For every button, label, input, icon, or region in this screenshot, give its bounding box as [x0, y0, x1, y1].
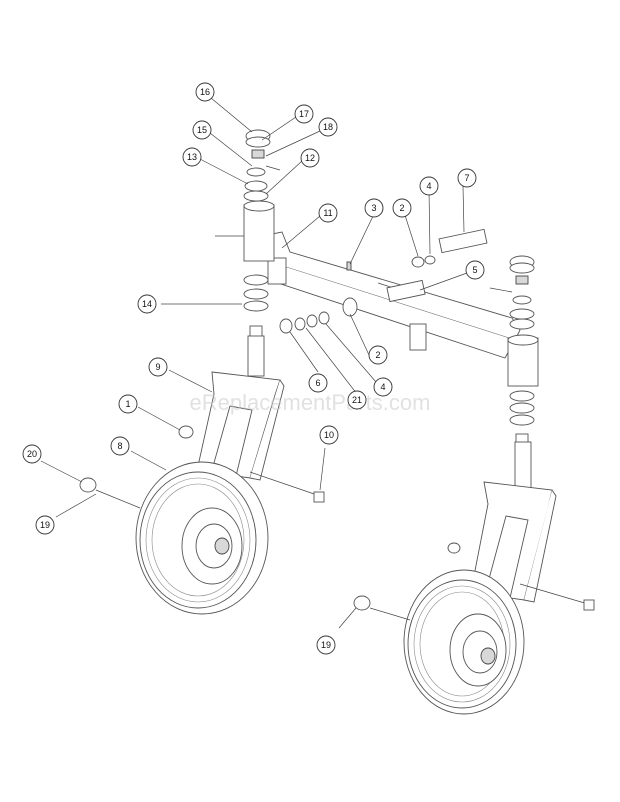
callout-20: 20: [22, 444, 42, 464]
callout-label: 4: [380, 382, 385, 392]
callout-21: 21: [347, 390, 367, 410]
callout-label: 20: [27, 449, 37, 459]
callout-label: 3: [371, 203, 376, 213]
callout-label: 1: [125, 399, 130, 409]
callout-6: 6: [308, 373, 328, 393]
callout-18: 18: [318, 117, 338, 137]
callout-4-upper: 4: [419, 176, 439, 196]
callout-1: 1: [118, 394, 138, 414]
callout-8: 8: [110, 436, 130, 456]
left-spindle-housing: [215, 200, 275, 262]
callout-12: 12: [300, 148, 320, 168]
callout-label: 19: [40, 520, 50, 530]
callout-label: 12: [305, 153, 315, 163]
callout-5: 5: [465, 260, 485, 280]
callout-10: 10: [319, 425, 339, 445]
callout-2-upper: 2: [392, 198, 412, 218]
callout-17: 17: [294, 104, 314, 124]
callout-label: 7: [464, 173, 469, 183]
callout-label: 2: [375, 350, 380, 360]
callout-15: 15: [192, 120, 212, 140]
callout-14: 14: [137, 294, 157, 314]
callout-label: 16: [200, 87, 210, 97]
callout-label: 19: [321, 640, 331, 650]
right-bearing-stacks: [489, 255, 535, 445]
callout-label: 2: [399, 203, 404, 213]
right-wheel: [353, 569, 525, 715]
callout-label: 13: [187, 152, 197, 162]
right-spindle-housing: [507, 334, 539, 387]
callout-19-left: 19: [35, 515, 55, 535]
right-caster-fork: [447, 441, 595, 611]
callout-label: 10: [324, 430, 334, 440]
callout-label: 14: [142, 299, 152, 309]
callout-7: 7: [457, 168, 477, 188]
left-upper-bearing-stack: [243, 129, 281, 202]
callout-2-lower: 2: [368, 345, 388, 365]
callout-4-lower: 4: [373, 377, 393, 397]
callout-13: 13: [182, 147, 202, 167]
callout-label: 15: [197, 125, 207, 135]
pivot-hardware: [279, 228, 488, 334]
callout-leaders: [40, 97, 468, 629]
watermark-text: eReplacementParts.com: [190, 390, 431, 415]
callout-label: 17: [299, 109, 309, 119]
callout-label: 11: [323, 208, 332, 218]
callout-16: 16: [195, 82, 215, 102]
callout-label: 4: [426, 181, 431, 191]
left-lower-bearing-stack: [243, 274, 269, 339]
callout-label: 21: [352, 395, 362, 405]
callout-3: 3: [364, 198, 384, 218]
left-caster-fork: [178, 335, 325, 503]
callout-bubbles: 16 17 18 15 13 12 11 3 2 4 7 5 14 2 6 21…: [22, 82, 485, 655]
callout-label: 8: [117, 441, 122, 451]
callout-label: 9: [155, 362, 160, 372]
callout-19-right: 19: [316, 635, 336, 655]
callout-label: 5: [472, 265, 477, 275]
callout-label: 6: [315, 378, 320, 388]
left-wheel: [79, 461, 269, 615]
callout-label: 18: [323, 122, 333, 132]
callout-11: 11: [318, 203, 338, 223]
callout-9: 9: [148, 357, 168, 377]
